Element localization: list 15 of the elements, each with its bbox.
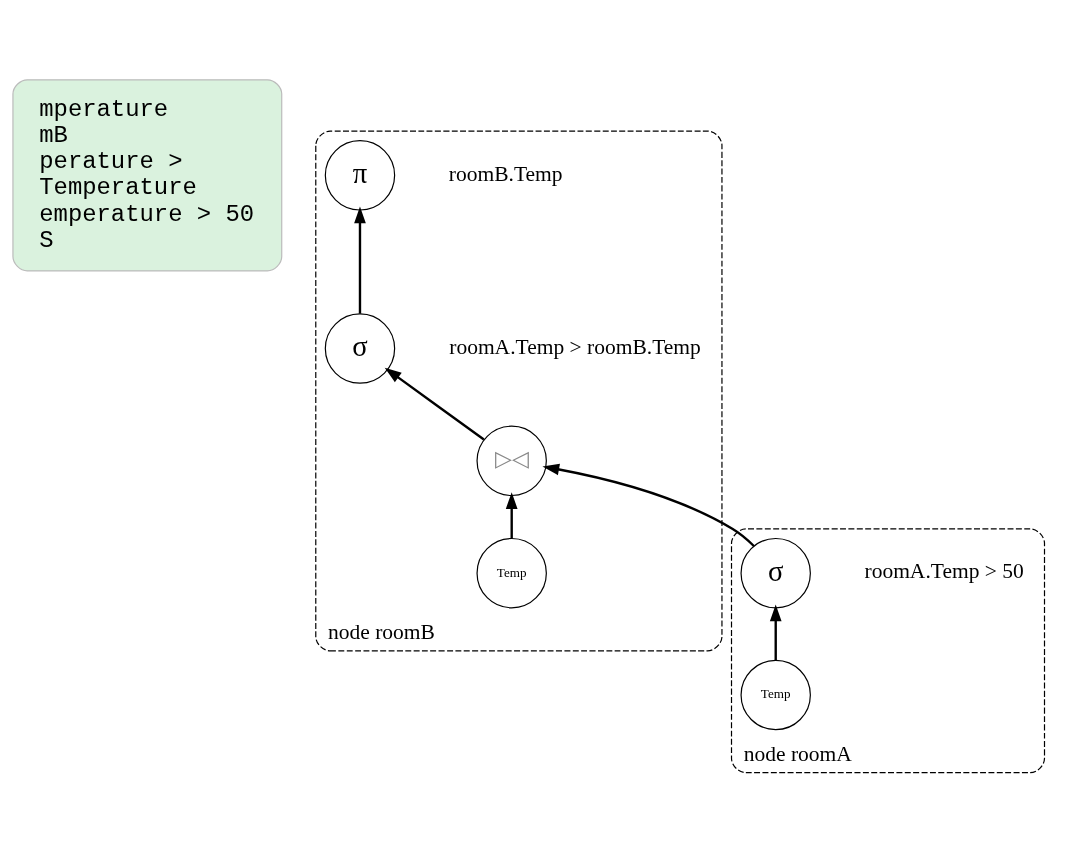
node-circle: π [324,140,396,211]
arrow [542,463,755,547]
node-label: roomB.Temp [448,161,563,186]
arrow [384,367,485,441]
node-circle: σ [324,313,396,384]
node-label: roomA.Temp > 50 [864,559,1024,584]
node-circle: σ [740,537,811,609]
node-circle: ▷◁ [476,425,547,497]
node-box: mperature mB perature > Temperature emperature > 50 S [12,79,283,272]
arrow [769,604,782,661]
node-label: roomA.Temp > roomB.Temp [449,334,701,359]
arrow [354,206,366,314]
node-circle: Temp [476,537,547,609]
arrow [505,492,518,539]
node-circle: Temp [740,659,811,731]
